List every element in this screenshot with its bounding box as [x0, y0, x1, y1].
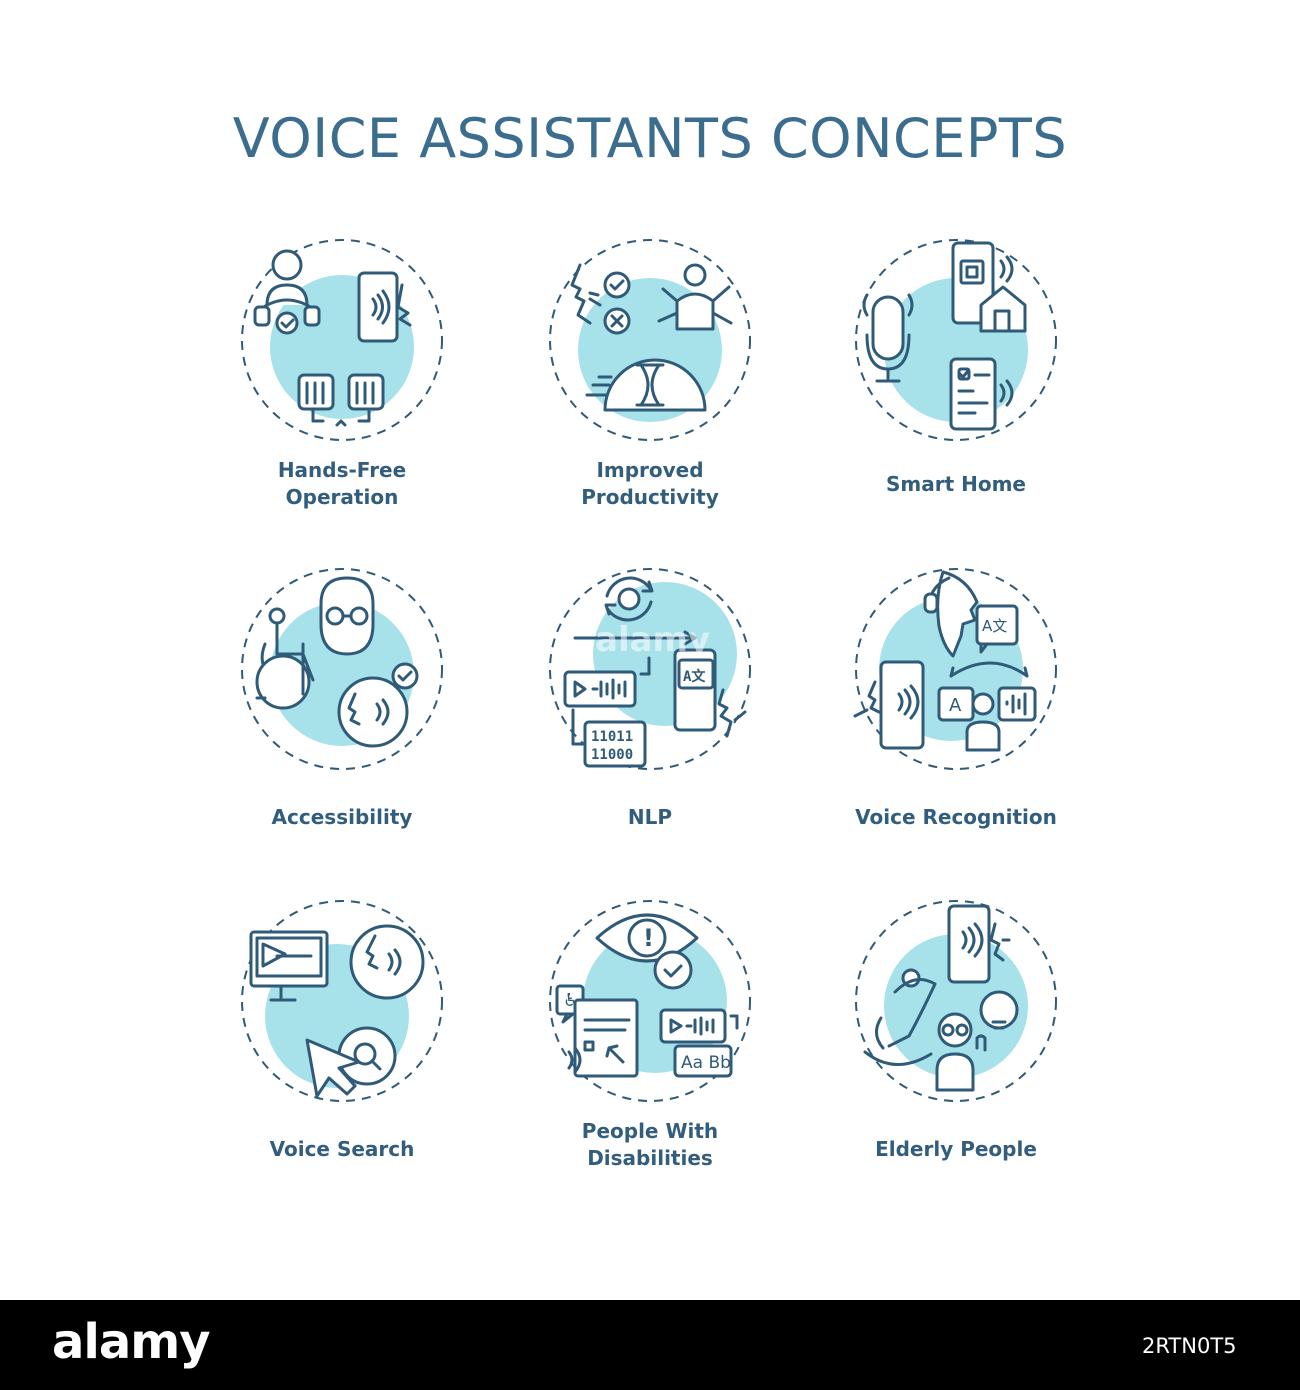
smart-home-icon [855, 239, 1057, 441]
voice-search-icon [241, 900, 443, 1102]
concept-label: NLP [627, 805, 673, 829]
concept-label: Accessibility [271, 805, 413, 829]
footer-bar: alamy 2RTN0T5 [0, 1300, 1300, 1390]
concept-elderly-people: Elderly People [796, 896, 1116, 1216]
disabilities-icon: ! Aa Bb ♿ [549, 900, 751, 1102]
concept-improved-productivity: Improved Productivity [490, 235, 810, 555]
concept-nlp: 11011 11000 A文 NLP [490, 564, 810, 884]
binary-top-text: 11011 [591, 729, 633, 745]
accessibility-icon [241, 568, 443, 770]
concept-label: People With Disabilities [581, 1119, 719, 1170]
hands-free-icon [241, 239, 443, 441]
page-title: VOICE ASSISTANTS CONCEPTS [232, 107, 1068, 170]
concept-label: Hands-Free Operation [277, 458, 407, 509]
letters-text: Aa Bb [681, 1053, 731, 1073]
alamy-logo[interactable]: alamy [52, 1314, 211, 1370]
concept-hands-free-operation: Hands-Free Operation [182, 235, 502, 555]
concept-label: Improved Productivity [581, 458, 719, 509]
concept-people-with-disabilities: ! Aa Bb ♿ People With Disabilities [490, 896, 810, 1216]
concept-accessibility: Accessibility [182, 564, 502, 884]
translate-text: A文 [982, 617, 1007, 635]
concept-smart-home: Smart Home [796, 235, 1116, 555]
wheelchair-icon: ♿ [563, 990, 579, 1011]
concept-voice-recognition: A文 A Voice Recognition [796, 564, 1116, 884]
elderly-people-icon [855, 900, 1057, 1102]
letter-text: A [949, 695, 962, 716]
alert-text: ! [643, 924, 654, 952]
concept-label: Smart Home [885, 472, 1026, 496]
watermark: alamy [595, 620, 711, 660]
productivity-icon [549, 239, 751, 441]
concept-label: Voice Recognition [855, 805, 1057, 829]
concept-label: Voice Search [269, 1137, 415, 1161]
concept-voice-search: Voice Search [182, 896, 502, 1216]
image-id: 2RTN0T5 [1142, 1334, 1237, 1358]
translate-text: A文 [683, 668, 706, 685]
nlp-icon: 11011 11000 A文 [549, 568, 751, 770]
concept-label: Elderly People [875, 1137, 1037, 1161]
voice-recognition-icon: A文 A [853, 568, 1057, 770]
binary-bottom-text: 11000 [591, 747, 633, 763]
